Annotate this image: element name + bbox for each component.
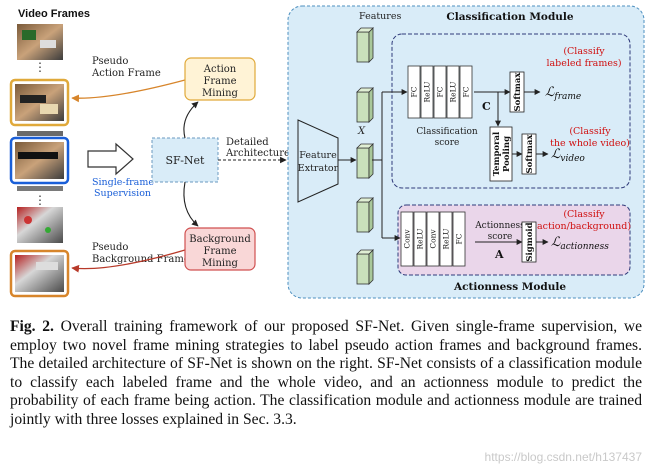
- caption-label: Fig. 2.: [10, 318, 54, 335]
- actionness-layers: Conv ReLU Conv ReLU FC: [400, 211, 466, 267]
- note-video-2: the whole video): [550, 138, 630, 149]
- pseudo-action-label-1: Pseudo: [92, 56, 128, 67]
- temporal-pooling-label-1: Temporal: [492, 131, 502, 176]
- sfnet-to-background-arrow: [183, 181, 199, 227]
- feature-blocks: [338, 27, 374, 285]
- video-frame-4: [17, 207, 63, 243]
- classification-score-2: score: [435, 138, 460, 148]
- background-mining-line-3: Mining: [202, 258, 239, 269]
- feature-block: [356, 249, 374, 285]
- classification-layer-label: FC: [462, 86, 471, 97]
- loss-video: ℒvideo: [551, 147, 585, 164]
- note-video-1: (Classify: [569, 126, 611, 137]
- actionness-layer-box: [426, 211, 440, 267]
- actionness-layer-label: FC: [455, 233, 464, 244]
- loss-video-base: ℒ: [551, 147, 561, 162]
- a-label: A: [494, 248, 504, 261]
- classification-layer-box: [407, 65, 421, 119]
- pseudo-background-frame: [9, 249, 70, 298]
- pseudo-background-label-2: Background Frame: [92, 254, 190, 265]
- feature-extractor: [297, 119, 339, 203]
- detailed-arch-label-1: Detailed: [226, 137, 269, 148]
- loss-video-sub: video: [560, 154, 585, 164]
- sf-net-framework-diagram: Video Frames ⋮ ⋮ Pseudo Action Frame Pse: [9, 5, 645, 299]
- video-frame-3: [17, 186, 63, 191]
- figure-caption: Fig. 2. Overall training framework of ou…: [10, 318, 642, 430]
- feature-extractor-line-2: Extrator: [298, 163, 339, 174]
- detailed-arch-label-2: Architecture: [225, 148, 290, 159]
- pseudo-action-arrow: [71, 79, 186, 103]
- frame-ellipsis-1: ⋮: [34, 60, 46, 74]
- sfnet-to-action-arrow: [183, 101, 199, 139]
- video-frame-2: [17, 131, 63, 136]
- classification-layer-box: [420, 65, 434, 119]
- note-actionness-2: action/background): [537, 221, 631, 232]
- classification-layer-label: FC: [410, 86, 419, 97]
- sigmoid-label: Sigmoid: [525, 222, 535, 261]
- background-mining-line-1: Background: [189, 234, 251, 245]
- loss-frame-base: ℒ: [545, 85, 555, 100]
- caption-text: Overall training framework of our propos…: [10, 318, 643, 428]
- single-frame-supervision-2: Supervision: [94, 188, 151, 199]
- pseudo-action-label-2: Action Frame: [91, 68, 161, 79]
- actionness-layer-label: ReLU: [442, 229, 451, 250]
- feature-block: [356, 87, 374, 123]
- action-mining-line-1: Action: [203, 64, 237, 75]
- loss-actionness: ℒactionness: [551, 235, 609, 252]
- pseudo-action-frame: [9, 78, 70, 127]
- feature-block: [356, 27, 374, 63]
- actionness-score-1: Actionness: [474, 221, 525, 231]
- background-frame-mining-box: [184, 227, 256, 271]
- loss-actionness-sub: actionness: [560, 242, 609, 252]
- action-mining-line-2: Frame: [203, 76, 236, 87]
- action-frame-mining-box: [184, 57, 256, 101]
- classification-score-1: Classification: [416, 127, 478, 137]
- actionness-layer-box: [413, 211, 427, 267]
- actionness-layer-box: [400, 211, 414, 267]
- features-label: Features: [359, 11, 401, 22]
- pseudo-background-label-1: Pseudo: [92, 242, 128, 253]
- feature-block: [356, 197, 374, 233]
- feature-extractor-line-1: Feature: [299, 150, 337, 161]
- note-frame-1: (Classify: [563, 46, 605, 57]
- actionness-layer-box: [452, 211, 466, 267]
- loss-frame: ℒframe: [545, 85, 581, 102]
- pseudo-background-arrow: [71, 249, 186, 273]
- softmax-frame-label: Softmax: [513, 72, 523, 112]
- classification-layer-box: [446, 65, 460, 119]
- classification-layer-box: [459, 65, 473, 119]
- sf-net-label: SF-Net: [166, 154, 206, 167]
- classification-layer-label: ReLU: [423, 82, 432, 103]
- feature-block: [356, 143, 374, 179]
- actionness-module-title: Actionness Module: [453, 281, 566, 293]
- x-label: X: [357, 126, 366, 137]
- classification-layers: FC ReLU FC ReLU FC: [407, 65, 473, 119]
- single-frame-labeled: [9, 136, 70, 185]
- actionness-layer-label: Conv: [403, 229, 412, 249]
- video-frame-1: [17, 24, 63, 60]
- c-label: C: [482, 100, 491, 113]
- background-mining-line-2: Frame: [203, 246, 236, 257]
- note-frame-2: labeled frames): [546, 58, 621, 69]
- loss-actionness-base: ℒ: [551, 235, 561, 250]
- classification-layer-label: FC: [436, 86, 445, 97]
- input-hollow-arrow: [87, 142, 134, 176]
- classification-layer-box: [433, 65, 447, 119]
- actionness-layer-label: Conv: [429, 229, 438, 249]
- classification-module-title: Classification Module: [446, 11, 574, 23]
- temporal-pooling-label-2: Pooling: [502, 136, 512, 172]
- single-frame-supervision-1: Single-frame: [92, 177, 154, 188]
- video-frames-title: Video Frames: [18, 8, 90, 20]
- actionness-layer-label: ReLU: [416, 229, 425, 250]
- note-actionness-1: (Classify: [563, 209, 605, 220]
- softmax-video-label: Softmax: [525, 134, 535, 174]
- actionness-layer-box: [439, 211, 453, 267]
- watermark: https://blog.csdn.net/h137437: [484, 450, 642, 464]
- action-mining-line-3: Mining: [202, 88, 239, 99]
- frame-ellipsis-2: ⋮: [34, 193, 46, 207]
- loss-frame-sub: frame: [553, 92, 581, 102]
- classification-layer-label: ReLU: [449, 82, 458, 103]
- actionness-score-2: score: [488, 232, 513, 242]
